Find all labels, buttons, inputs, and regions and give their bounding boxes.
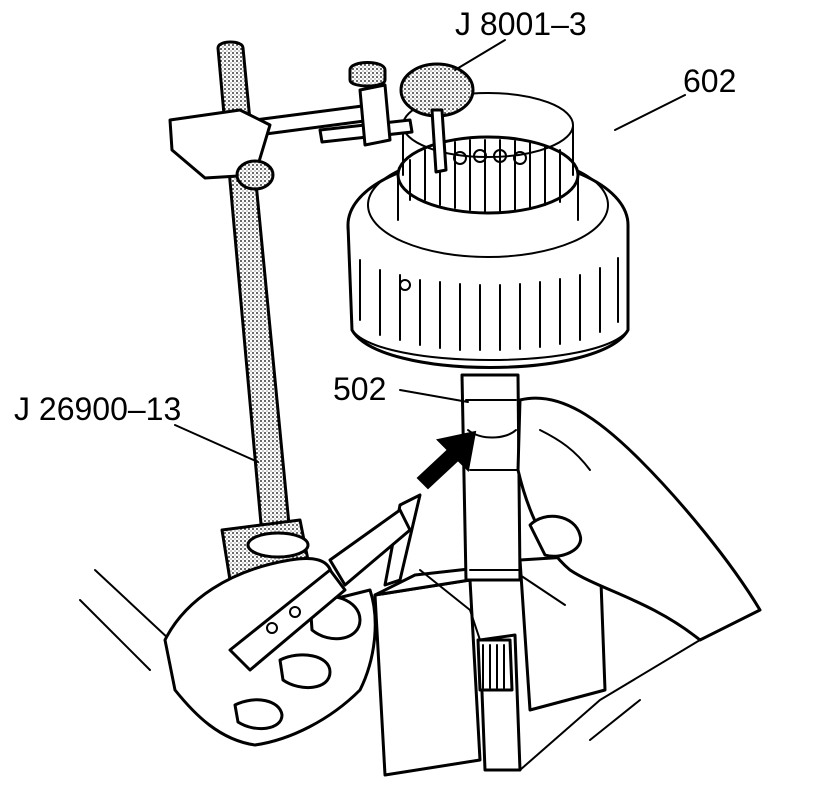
shaft-502 [460, 373, 522, 692]
leader-lines [174, 39, 686, 463]
callout-j8001-3: J 8001–3 [455, 6, 587, 42]
bench-lines [79, 569, 701, 771]
callout-j26900-13: J 26900–13 [14, 391, 181, 427]
air-flow-arrow [416, 430, 477, 490]
callout-602: 602 [683, 63, 736, 99]
right-hand [516, 396, 762, 642]
dial-indicator-j8001-3 [253, 61, 475, 174]
drum-assembly-602 [346, 92, 630, 369]
callout-502: 502 [333, 371, 386, 407]
air-nozzle [228, 493, 422, 672]
